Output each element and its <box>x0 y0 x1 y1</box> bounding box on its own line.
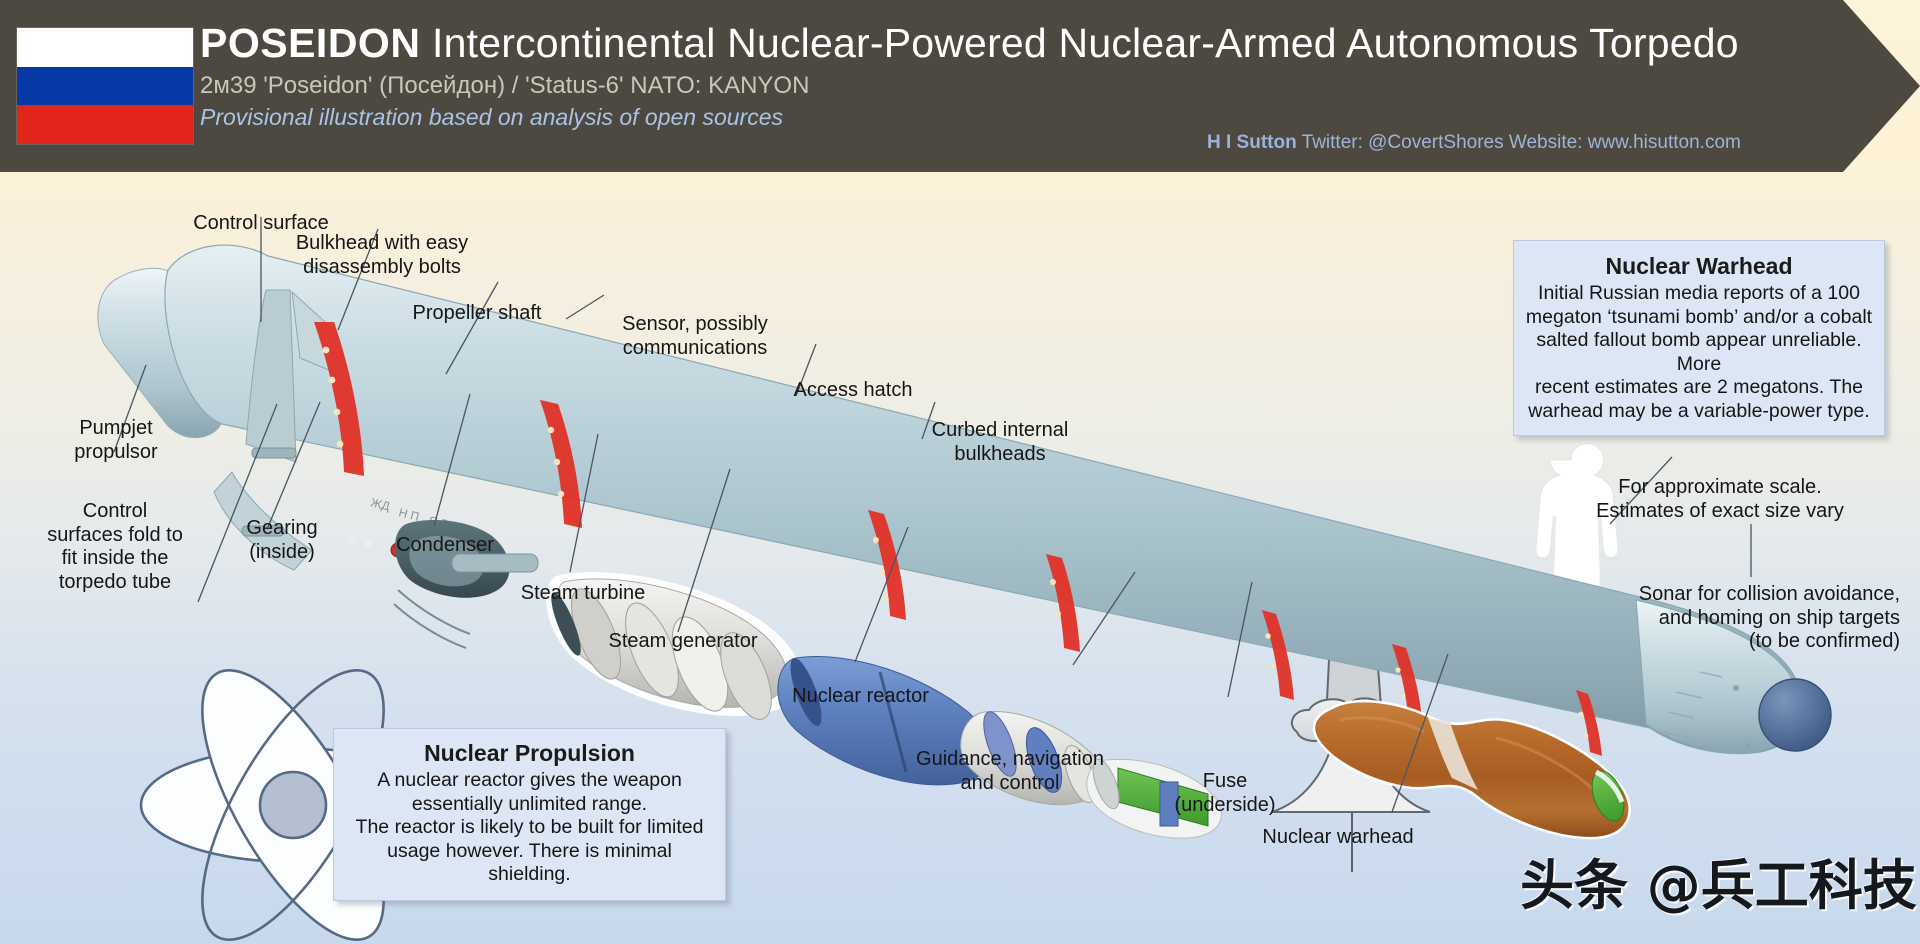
label-sonar-collision: Sonar for collision avoidance, and homin… <box>1570 583 1900 654</box>
label-control-surface: Control surface <box>151 212 371 236</box>
callout-nuclear-warhead: Nuclear Warhead Initial Russian media re… <box>1513 240 1885 436</box>
flag-band-red <box>17 105 193 144</box>
label-line: Condenser <box>396 534 494 556</box>
label-line: Fuse <box>1202 770 1248 792</box>
label-line: Steam generator <box>608 630 758 652</box>
label-line: Guidance, navigation <box>916 748 1104 770</box>
callout-line: warhead may be a variable-power type. <box>1528 399 1870 422</box>
label-line: bulkheads <box>954 442 1046 465</box>
callout-line: usage however. There is minimal shieldin… <box>387 839 672 886</box>
label-line: propulsor <box>74 440 158 463</box>
callout-body: A nuclear reactor gives the weapon essen… <box>344 769 715 887</box>
label-guidance-navigation: Guidance, navigation and control <box>890 748 1130 795</box>
label-approximate-scale: For approximate scale. Estimates of exac… <box>1545 476 1895 523</box>
label-line: For approximate scale. <box>1618 476 1822 498</box>
label-control-surfaces-fold: Control surfaces fold to fit inside the … <box>20 500 210 594</box>
label-line: Curbed internal <box>931 419 1069 441</box>
callout-line: A nuclear reactor gives the weapon <box>377 769 682 791</box>
propeller-shaft <box>451 553 539 573</box>
sonar-dome <box>1758 678 1832 752</box>
label-pumpjet-propulsor: Pumpjet propulsor <box>28 417 204 464</box>
page-title-rest: Intercontinental Nuclear-Powered Nuclear… <box>420 20 1739 66</box>
label-access-hatch: Access hatch <box>758 379 948 403</box>
label-line: fit inside the <box>61 547 169 569</box>
nuclear-warhead-section <box>1312 699 1631 840</box>
label-line: (inside) <box>249 540 315 563</box>
steam-generator <box>777 656 994 786</box>
label-condenser: Condenser <box>370 534 520 558</box>
svg-text:Н П: Н П <box>397 505 420 524</box>
label-gearing-inside: Gearing (inside) <box>212 517 352 564</box>
label-curbed-internal-bulkheads: Curbed internal bulkheads <box>890 419 1110 466</box>
label-line: Sonar for collision avoidance, <box>1638 583 1900 605</box>
label-line: and homing on ship targets <box>1658 606 1900 629</box>
torpedo-body: ЖД Н П Я Р <box>97 244 1832 840</box>
label-nuclear-reactor: Nuclear reactor <box>763 685 958 709</box>
callout-line: recent estimates are 2 megatons. The <box>1534 376 1864 398</box>
page-title-main: POSEIDON <box>200 20 421 66</box>
watermark: 头条 @兵工科技 <box>1520 854 1917 917</box>
label-line: disassembly bolts <box>303 255 461 278</box>
attribution-links: Twitter: @CovertShores Website: www.hisu… <box>1296 132 1741 153</box>
label-line: torpedo tube <box>58 570 172 593</box>
callout-line: salted fallout bomb appear unreliable. M… <box>1536 329 1862 375</box>
callout-line: Initial Russian media reports of a 100 <box>1538 282 1860 304</box>
control-surface-top <box>245 289 297 463</box>
label-line: (underside) <box>1174 793 1276 816</box>
label-line: Bulkhead with easy <box>295 232 469 254</box>
control-surface-lower <box>213 471 313 571</box>
label-line: surfaces fold to <box>47 523 183 546</box>
attribution: H I Sutton Twitter: @CovertShores Websit… <box>1207 131 1741 155</box>
title-block: POSEIDON Intercontinental Nuclear-Powere… <box>200 18 1739 133</box>
label-line: Nuclear warhead <box>1262 826 1414 848</box>
header-bar: POSEIDON Intercontinental Nuclear-Powere… <box>0 0 1920 172</box>
flag-band-blue <box>17 66 193 106</box>
label-line: Estimates of exact size vary <box>1596 499 1844 522</box>
label-line: Control <box>82 500 148 522</box>
label-line: Gearing <box>246 517 318 539</box>
label-line: Steam turbine <box>520 582 646 604</box>
label-line: Sensor, possibly <box>622 313 768 335</box>
label-line: Control surface <box>193 212 329 234</box>
callout-nuclear-propulsion: Nuclear Propulsion A nuclear reactor giv… <box>333 728 726 901</box>
attribution-author: H I Sutton <box>1207 132 1297 153</box>
callout-body: Initial Russian media reports of a 100 m… <box>1523 282 1875 423</box>
label-nuclear-warhead: Nuclear warhead <box>1228 826 1448 850</box>
svg-text:ЖД: ЖД <box>369 495 391 513</box>
label-line: Propeller shaft <box>412 302 542 324</box>
flag-band-white <box>17 28 193 67</box>
hull-bands <box>314 322 1602 756</box>
page-tagline: Provisional illustration based on analys… <box>200 104 783 130</box>
label-line: communications <box>622 336 768 359</box>
label-sensor-communications: Sensor, possibly communications <box>580 313 810 360</box>
label-steam-generator: Steam generator <box>578 630 788 654</box>
label-propeller-shaft: Propeller shaft <box>372 302 582 326</box>
page-title: POSEIDON Intercontinental Nuclear-Powere… <box>200 18 1739 68</box>
callout-title: Nuclear Propulsion <box>424 740 635 766</box>
label-line: Nuclear reactor <box>792 685 929 707</box>
callout-line: essentially unlimited range. <box>411 792 648 815</box>
label-line: (to be confirmed) <box>1748 630 1900 652</box>
label-fuse-underside: Fuse (underside) <box>1155 770 1295 817</box>
leader-lines <box>113 217 1752 813</box>
callout-line: The reactor is likely to be built for li… <box>355 816 704 838</box>
callout-title: Nuclear Warhead <box>1605 253 1793 279</box>
label-line: Pumpjet <box>79 417 153 439</box>
page-subtitle: 2м39 'Poseidon' (Посейдон) / 'Status-6' … <box>200 72 810 99</box>
label-line: and control <box>960 771 1060 794</box>
label-bulkhead-bolts: Bulkhead with easy disassembly bolts <box>252 232 512 279</box>
callout-line: megaton ‘tsunami bomb’ and/or a cobalt <box>1525 305 1873 328</box>
label-line: Access hatch <box>793 379 913 401</box>
label-steam-turbine: Steam turbine <box>493 582 673 606</box>
russian-flag <box>16 27 194 145</box>
